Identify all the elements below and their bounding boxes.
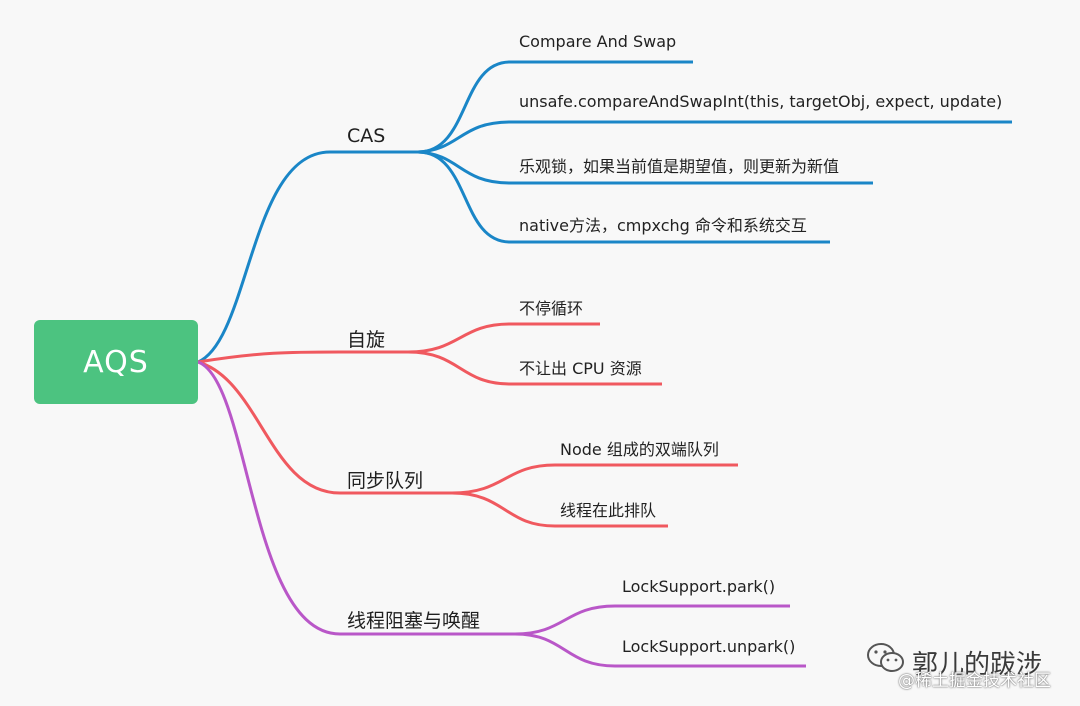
branch-cas[interactable]: CAS	[347, 125, 386, 147]
edge-block-leaf-0	[514, 604, 790, 636]
leaf-cas-native[interactable]: native方法，cmpxchg 命令和系统交互	[519, 216, 807, 235]
edge-root-cas	[197, 150, 418, 364]
leaf-cas-optimistic-lock[interactable]: 乐观锁，如果当前值是期望值，则更新为新值	[519, 157, 840, 176]
edge-root-queue	[197, 360, 452, 495]
connector-queue	[197, 360, 738, 528]
connector-spin	[197, 322, 662, 386]
edge-queue-leaf-1	[451, 491, 668, 528]
edge-block-leaf-1	[514, 632, 806, 668]
edge-spin-leaf-0	[407, 322, 600, 354]
leaf-spin-loop[interactable]: 不停循环	[519, 299, 584, 318]
branch-block-wake[interactable]: 线程阻塞与唤醒	[347, 610, 481, 632]
connector-cas	[197, 60, 1012, 364]
edge-cas-leaf-0	[417, 60, 693, 154]
leaf-queue-waiting[interactable]: 线程在此排队	[560, 501, 657, 520]
wechat-icon	[867, 643, 904, 672]
branch-sync-queue[interactable]: 同步队列	[347, 470, 424, 492]
edge-queue-leaf-0	[451, 463, 738, 495]
root-node-aqs[interactable]: AQS	[34, 320, 198, 404]
watermark-author: 郭儿的跋涉	[912, 650, 1043, 680]
edge-cas-leaf-1	[417, 120, 1012, 154]
connector-block	[197, 360, 806, 668]
leaf-locksupport-unpark[interactable]: LockSupport.unpark()	[622, 637, 796, 656]
leaf-queue-node[interactable]: Node 组成的双端队列	[560, 440, 719, 459]
edge-root-spin	[197, 350, 408, 364]
leaf-locksupport-park[interactable]: LockSupport.park()	[622, 577, 776, 596]
leaf-spin-cpu[interactable]: 不让出 CPU 资源	[519, 359, 642, 378]
leaf-cas-unsafe-method[interactable]: unsafe.compareAndSwapInt(this, targetObj…	[519, 92, 1003, 111]
branch-spin[interactable]: 自旋	[347, 329, 386, 351]
watermark-site: @稀土掘金技术社区	[898, 671, 1051, 691]
leaf-cas-compare-and-swap[interactable]: Compare And Swap	[519, 32, 677, 51]
edge-cas-leaf-3	[417, 150, 830, 244]
edge-spin-leaf-1	[407, 350, 662, 386]
edge-root-block	[197, 360, 515, 636]
